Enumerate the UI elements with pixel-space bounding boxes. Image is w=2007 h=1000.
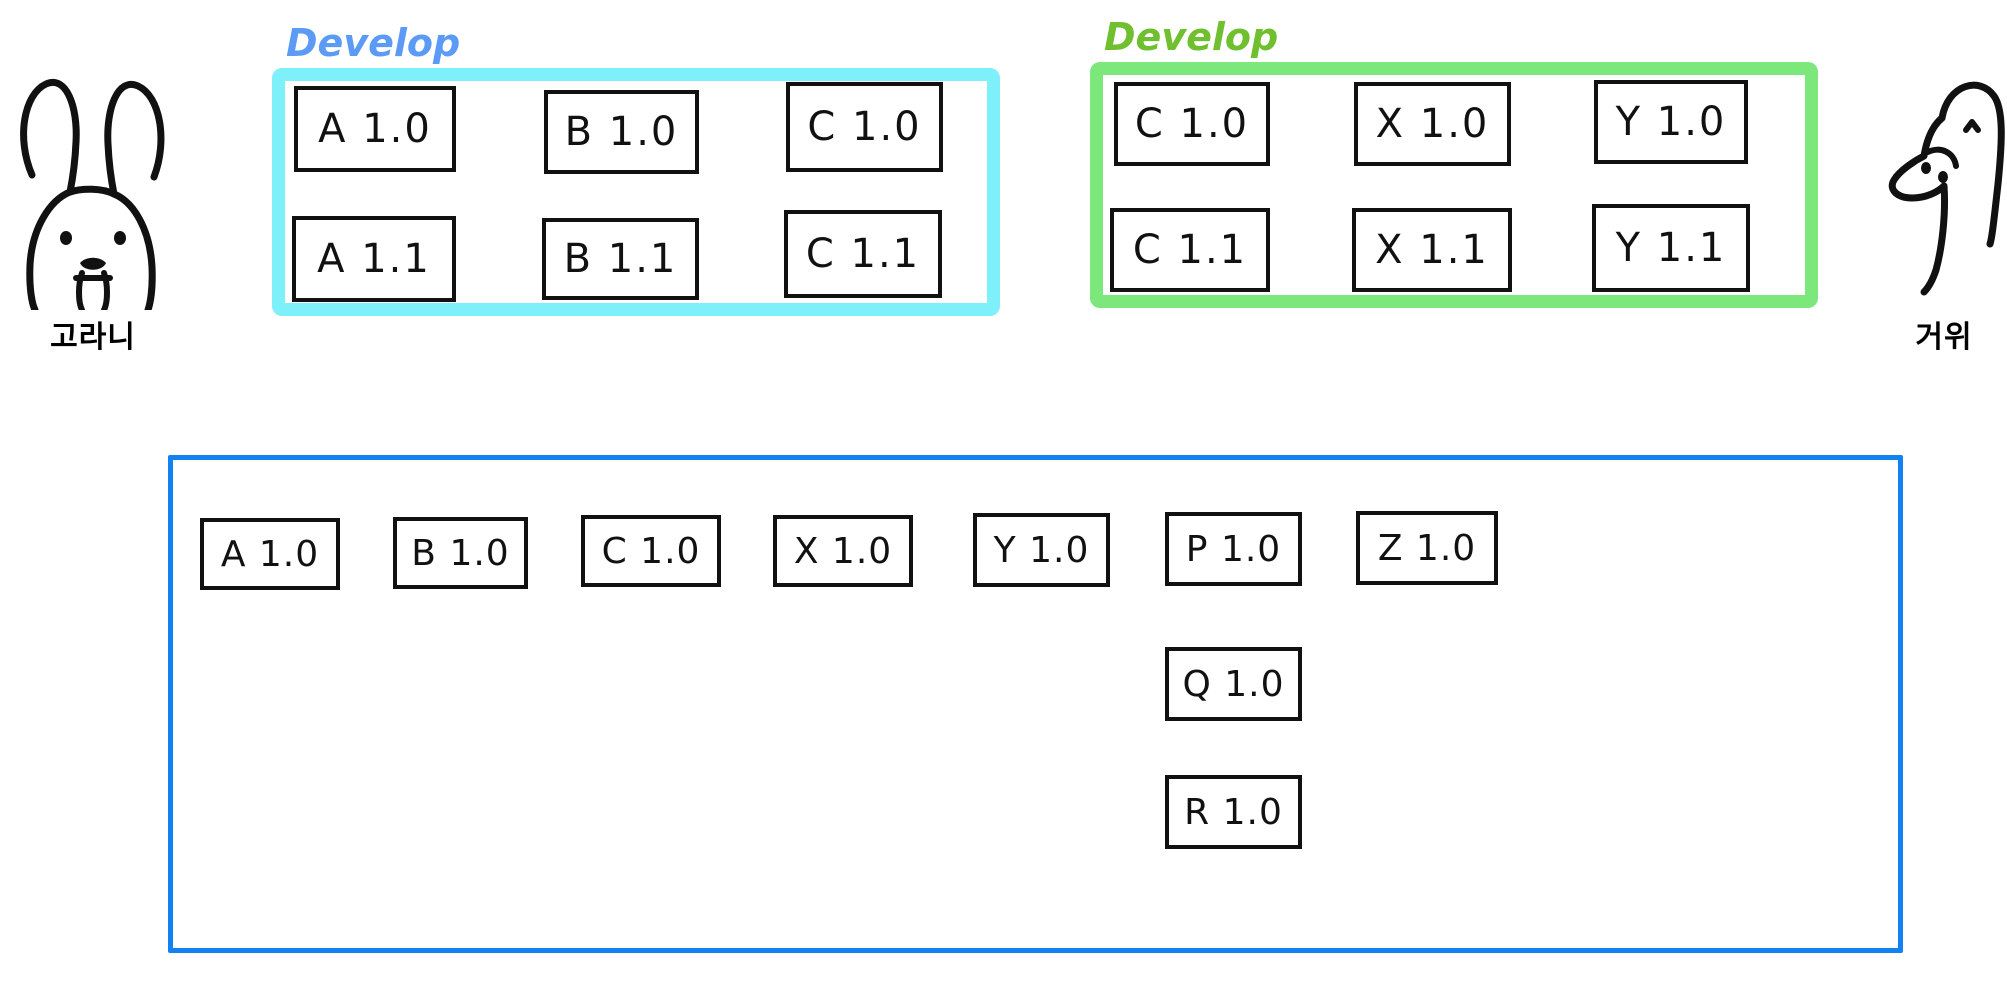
develop-title-green: Develop	[1104, 15, 1279, 59]
package-chip[interactable]: A 1.1	[292, 216, 456, 302]
package-chip[interactable]: C 1.1	[1110, 208, 1270, 292]
shared-registry-group: A 1.0 B 1.0 C 1.0 X 1.0 Y 1.0 P 1.0 Z 1.…	[168, 455, 1903, 953]
package-chip[interactable]: A 1.0	[294, 86, 456, 172]
develop-group-green: Develop C 1.0 X 1.0 Y 1.0 C 1.1 X 1.1 Y …	[1090, 18, 1818, 308]
develop-content-cyan: A 1.0 B 1.0 C 1.0 A 1.1 B 1.1 C 1.1	[272, 68, 1000, 316]
package-chip[interactable]: Y 1.0	[973, 513, 1110, 587]
package-chip[interactable]: B 1.1	[542, 218, 699, 300]
shared-registry-content: A 1.0 B 1.0 C 1.0 X 1.0 Y 1.0 P 1.0 Z 1.…	[168, 455, 1903, 953]
package-chip[interactable]: B 1.0	[544, 90, 699, 174]
package-chip[interactable]: R 1.0	[1165, 775, 1302, 849]
package-chip[interactable]: P 1.0	[1165, 512, 1302, 586]
goose-head-icon	[1888, 81, 2005, 296]
package-chip[interactable]: C 1.0	[581, 515, 721, 587]
package-chip[interactable]: X 1.0	[1354, 82, 1511, 166]
package-chip[interactable]: Q 1.0	[1165, 647, 1302, 721]
package-chip[interactable]: B 1.0	[393, 517, 528, 589]
figure-label-deer: 고라니	[50, 320, 136, 355]
figure-deer: 고라니	[8, 60, 178, 356]
package-chip[interactable]: Y 1.1	[1592, 204, 1750, 292]
package-chip[interactable]: C 1.0	[786, 82, 943, 172]
package-chip[interactable]: X 1.0	[773, 515, 913, 587]
package-chip[interactable]: A 1.0	[200, 518, 340, 590]
package-chip[interactable]: C 1.1	[784, 210, 942, 298]
figure-goose: 거위	[1880, 48, 2007, 356]
develop-content-green: C 1.0 X 1.0 Y 1.0 C 1.1 X 1.1 Y 1.1	[1090, 62, 1818, 308]
package-chip[interactable]: Z 1.0	[1356, 511, 1498, 585]
deer-face-icon	[20, 78, 165, 310]
package-chip[interactable]: X 1.1	[1352, 208, 1512, 292]
figure-label-goose: 거위	[1915, 320, 1973, 355]
develop-title-cyan: Develop	[286, 21, 461, 65]
package-chip[interactable]: Y 1.0	[1594, 80, 1748, 164]
package-chip[interactable]: C 1.0	[1114, 82, 1270, 166]
develop-group-cyan: Develop A 1.0 B 1.0 C 1.0 A 1.1 B 1.1 C …	[272, 24, 1000, 316]
